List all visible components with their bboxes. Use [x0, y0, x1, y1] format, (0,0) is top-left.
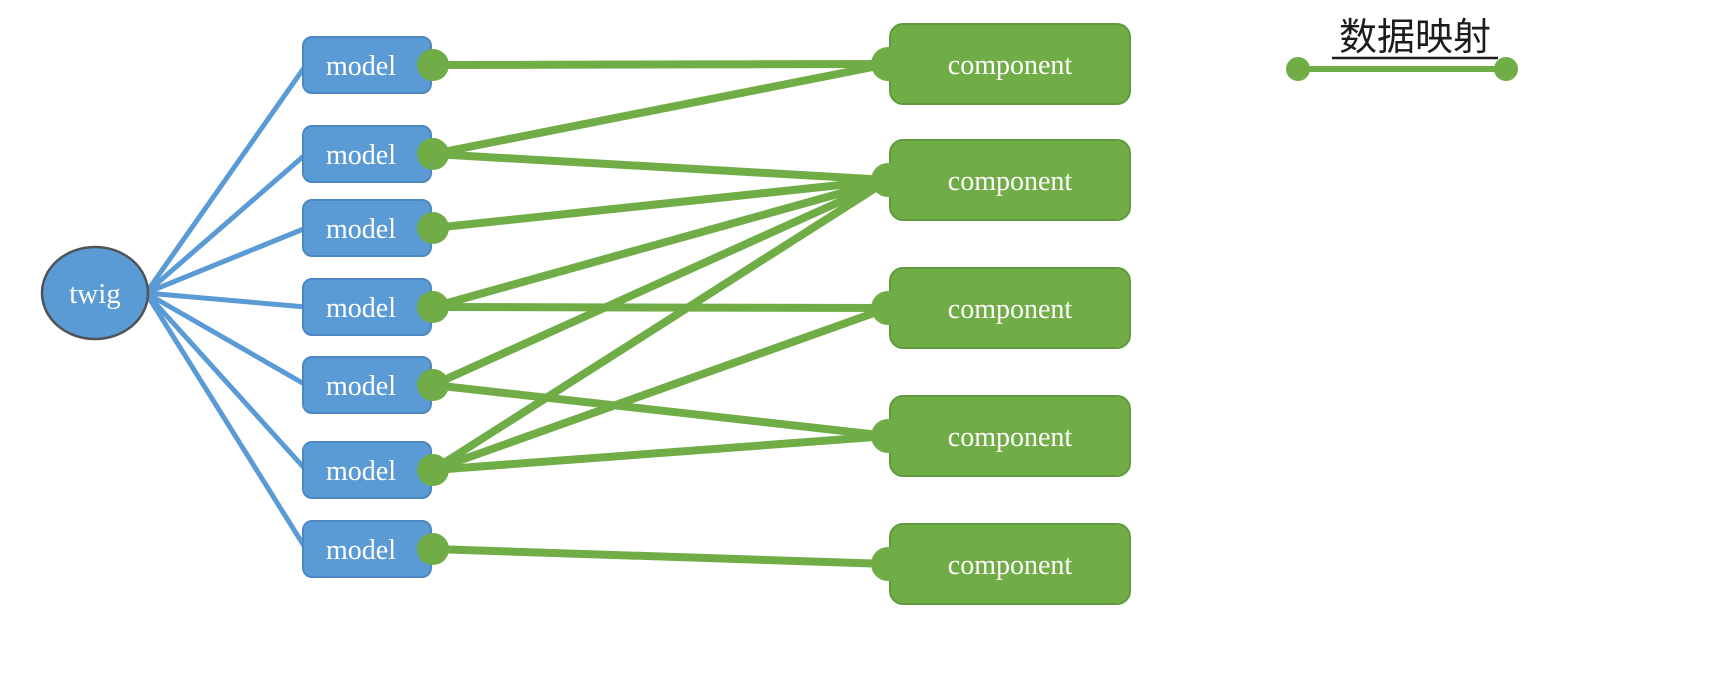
legend-dot-right	[1494, 57, 1518, 81]
mapping-edge	[432, 545, 889, 568]
mapping-edge	[432, 150, 889, 184]
mapping-edge	[432, 60, 889, 158]
model-label: model	[326, 535, 396, 566]
model-port-dot	[417, 291, 449, 323]
mapping-edge	[432, 176, 889, 232]
legend-dot-left	[1286, 57, 1310, 81]
legend-label: 数据映射	[1339, 17, 1491, 59]
model-label: model	[326, 140, 396, 171]
nodes-layer: twig model model model model model model model c…	[40, 23, 1131, 605]
model-port-dot	[417, 533, 449, 565]
mapping-edge	[431, 176, 890, 389]
tree-edge	[143, 63, 309, 295]
mapping-edge	[430, 176, 891, 474]
tree-edge	[144, 290, 308, 388]
mapping-edge	[431, 176, 890, 311]
model-label: model	[326, 456, 396, 487]
component-port-dot	[871, 547, 905, 581]
component-port-dot	[871, 291, 905, 325]
mapping-edge	[431, 304, 890, 474]
mapping-edge	[432, 303, 889, 312]
tree-edge	[145, 225, 307, 296]
tree-edge	[143, 291, 309, 551]
mapping-edge	[432, 60, 889, 69]
component-port-dot	[871, 163, 905, 197]
component-label: component	[948, 550, 1073, 581]
component-label: component	[948, 50, 1073, 81]
model-port-dot	[417, 454, 449, 486]
legend: 数据映射	[1286, 17, 1518, 81]
component-label: component	[948, 166, 1073, 197]
component-port-dot	[871, 47, 905, 81]
mapping-edge	[432, 432, 889, 474]
component-label: component	[948, 422, 1073, 453]
mapping-edges-layer	[430, 60, 891, 568]
port-dots-layer	[417, 47, 905, 581]
model-port-dot	[417, 369, 449, 401]
mapping-edge	[432, 381, 889, 440]
tree-edge	[144, 152, 308, 295]
model-label: model	[326, 214, 396, 245]
twig-node	[40, 245, 150, 341]
model-label: model	[326, 293, 396, 324]
tree-edges-layer	[143, 63, 309, 551]
component-label: component	[948, 294, 1073, 325]
twig-label: twig	[69, 278, 121, 310]
model-port-dot	[417, 138, 449, 170]
model-port-dot	[417, 49, 449, 81]
component-port-dot	[871, 419, 905, 453]
model-label: model	[326, 51, 396, 82]
tree-edge	[144, 291, 308, 472]
model-label: model	[326, 371, 396, 402]
model-port-dot	[417, 212, 449, 244]
tree-edge	[145, 290, 307, 310]
